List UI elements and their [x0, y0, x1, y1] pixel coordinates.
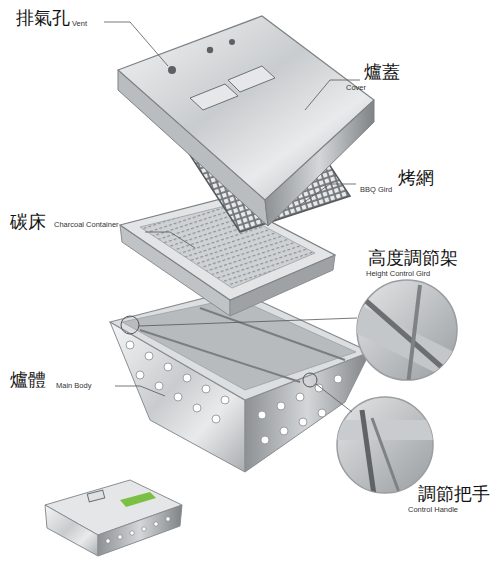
illustration-part [154, 522, 158, 526]
illustration-part [228, 66, 275, 92]
illustration-part [193, 404, 201, 412]
illustration-part [296, 393, 304, 401]
part-name-english: Cover [346, 84, 366, 92]
illustration-part [106, 517, 170, 543]
part-name: 碳床 [10, 212, 46, 232]
part-name: 爐體 [10, 370, 46, 390]
part-name: 爐蓋 [364, 62, 400, 82]
illustration-part [166, 517, 170, 521]
illustration-part [140, 206, 315, 288]
cover [118, 16, 374, 226]
illustration-part [155, 382, 163, 390]
illustration-part [365, 300, 445, 370]
illustration-part [190, 84, 238, 110]
illustration-part [174, 393, 182, 401]
illustration-part [277, 402, 285, 410]
illustration-part [121, 316, 139, 334]
illustration-part [87, 490, 105, 502]
detail-inset [330, 397, 440, 495]
illustration-part [330, 410, 440, 495]
illustration-part [139, 318, 357, 326]
part-name: 高度調節架 [368, 248, 458, 268]
illustration-part [303, 373, 317, 387]
main-body [110, 290, 370, 472]
illustration-part [118, 16, 374, 200]
illustration-part [280, 427, 288, 435]
illustration-part [202, 385, 210, 393]
part-name-english: BBQ Gird [360, 186, 392, 194]
illustration-part [140, 330, 300, 382]
illustration-part [212, 415, 220, 423]
illustration-part [350, 285, 470, 390]
illustration-part [106, 539, 110, 543]
illustration-part [200, 308, 345, 360]
illustration-part [98, 505, 182, 556]
illustration-part [145, 232, 195, 248]
part-name-english: Control Handle [408, 506, 458, 514]
illustration-part [142, 527, 146, 531]
illustration-part [126, 341, 134, 349]
illustration-part [229, 39, 235, 45]
illustration-part [145, 352, 153, 360]
illustration-part [207, 47, 213, 53]
illustration-part [318, 409, 326, 417]
illustration-part [164, 363, 172, 371]
illustration-part [118, 535, 122, 539]
illustration-part [104, 22, 168, 66]
illustration-part [221, 396, 229, 404]
illustration-part [300, 184, 356, 205]
part-name-english: Height Control Gird [366, 270, 430, 278]
illustration-part [330, 420, 440, 440]
illustration-part [183, 374, 191, 382]
part-name: 排氣孔 [16, 8, 70, 28]
charcoal-container [120, 198, 335, 316]
part-name-english: Vent [72, 20, 87, 28]
part-name: 調節把手 [418, 484, 490, 504]
detail-inset [350, 280, 470, 390]
part-name: 烤網 [398, 168, 434, 188]
illustration-part [126, 341, 342, 444]
illustration-part [130, 531, 134, 535]
illustration-part [261, 436, 269, 444]
illustration-part [115, 386, 165, 396]
illustration-part [168, 66, 176, 74]
part-name-english: Charcoal Container [54, 221, 119, 229]
illustration-part [136, 371, 144, 379]
illustration-part [299, 418, 307, 426]
illustration-part [258, 411, 266, 419]
illustration-part [408, 285, 420, 385]
illustration-part [120, 492, 156, 507]
illustration-part [45, 505, 98, 556]
product-photo [45, 480, 182, 556]
leader-line [104, 22, 360, 412]
illustration-part [315, 384, 323, 392]
part-name-english: Main Body [56, 382, 91, 390]
illustration-part [334, 375, 342, 383]
illustration-part [316, 384, 352, 412]
illustration-part [372, 418, 400, 495]
